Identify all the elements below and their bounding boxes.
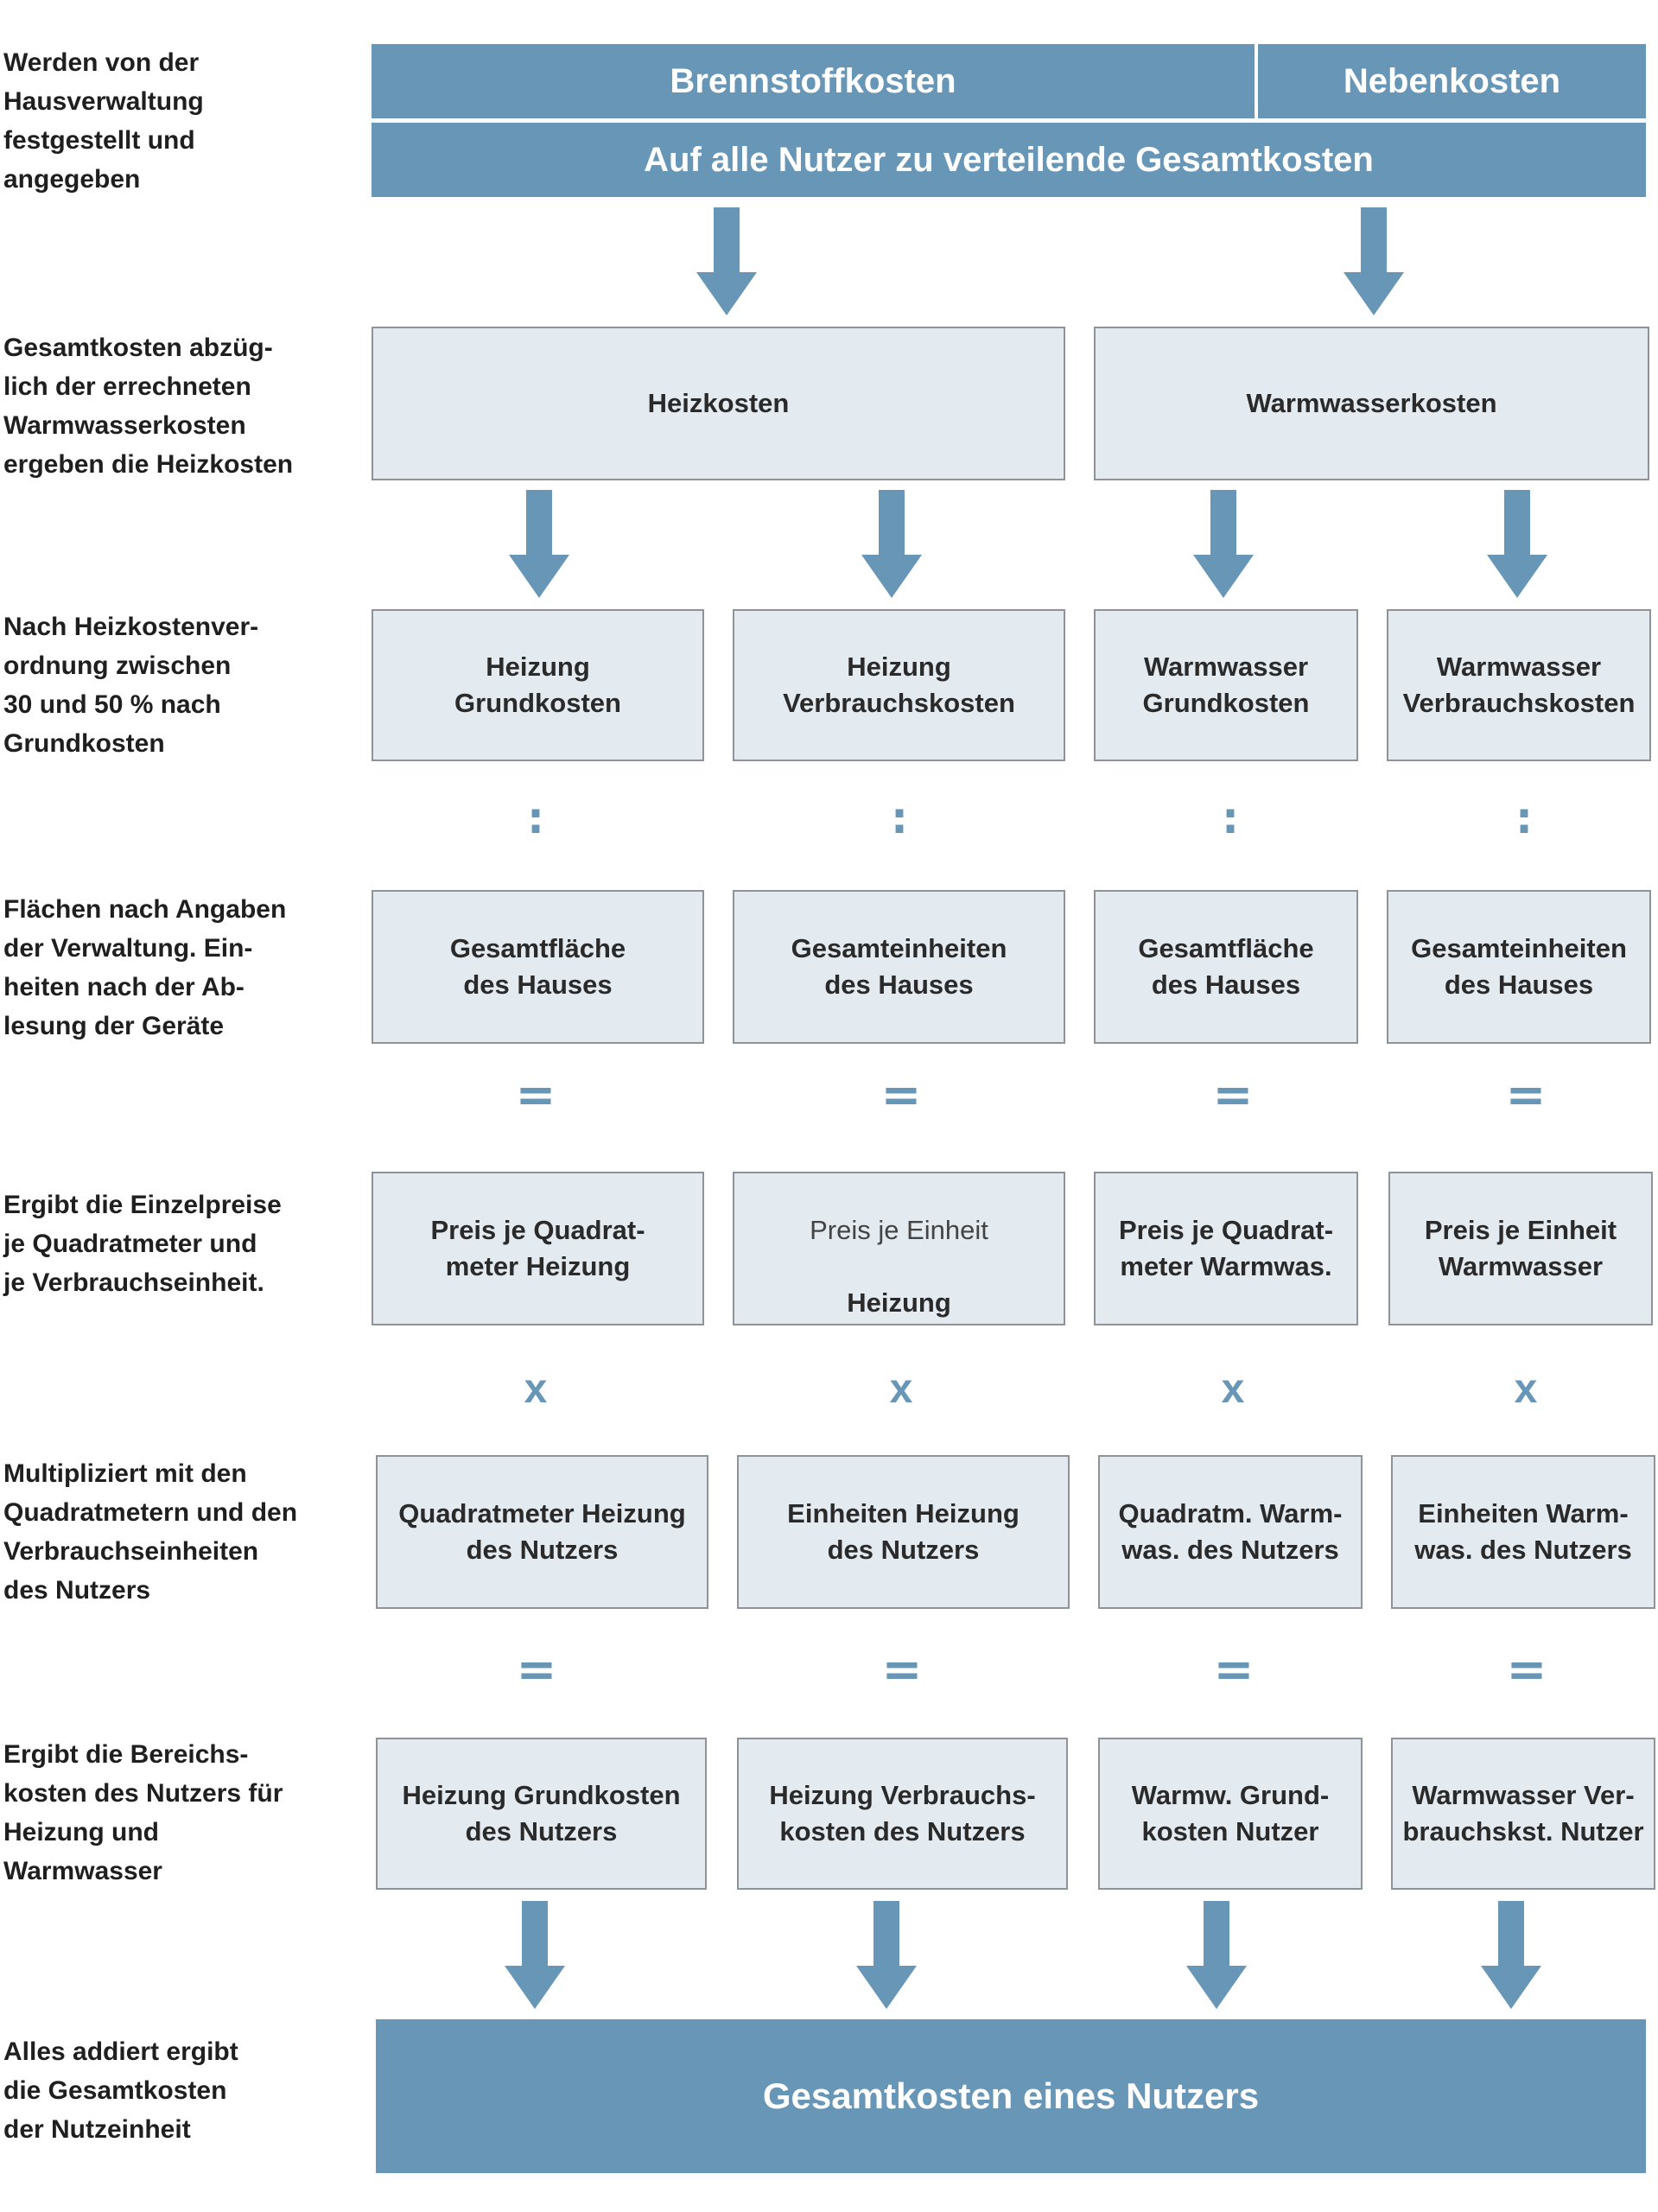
total-units-hot-water-box: Gesamteinheiten des Hauses <box>1387 890 1651 1044</box>
user-units-hot-water-box: Einheiten Warm- was. des Nutzers <box>1391 1455 1655 1609</box>
price-per-sqm-hot-water-box: Preis je Quadrat- meter Warmwas. <box>1094 1172 1358 1325</box>
divide-operator: : <box>1222 793 1239 843</box>
multiply-operator: x <box>524 1366 548 1412</box>
multiply-operator: x <box>1514 1366 1538 1412</box>
arrow-down-icon <box>1186 1901 1247 2013</box>
equals-operator: = <box>1213 1642 1255 1698</box>
price-per-unit-hot-water-box: Preis je Einheit Warmwasser <box>1388 1172 1653 1325</box>
user-hot-water-consumption-costs-box: Warmwasser Ver- brauchskst. Nutzer <box>1391 1738 1655 1890</box>
equals-operator: = <box>1212 1067 1254 1123</box>
user-sqm-heating-box: Quadratmeter Heizung des Nutzers <box>376 1455 708 1609</box>
hot-water-consumption-costs-box: Warmwasser Verbrauchskosten <box>1387 609 1651 761</box>
heating-consumption-costs-box: Heizung Verbrauchskosten <box>733 609 1065 761</box>
total-units-heating-box: Gesamteinheiten des Hauses <box>733 890 1065 1044</box>
equals-operator: = <box>515 1067 556 1123</box>
arrow-down-icon <box>861 490 922 602</box>
multiply-operator: x <box>1221 1366 1245 1412</box>
equals-operator: = <box>1505 1067 1547 1123</box>
row-label-area-costs: Ergibt die Bereichs- kosten des Nutzers … <box>3 1740 283 1885</box>
total-costs-bar: Auf alle Nutzer zu verteilende Gesamtkos… <box>372 123 1646 197</box>
row-label-heating-costs-derivation: Gesamtkosten abzüg- lich der errechneten… <box>3 334 294 479</box>
user-hot-water-base-costs-box: Warmw. Grund- kosten Nutzer <box>1098 1738 1363 1890</box>
arrow-down-icon <box>856 1901 917 2013</box>
heating-base-costs-box: Heizung Grundkosten <box>372 609 704 761</box>
arrow-down-icon <box>696 207 757 320</box>
arrow-down-icon <box>509 490 569 602</box>
price-per-sqm-heating-box: Preis je Quadrat- meter Heizung <box>372 1172 704 1325</box>
user-units-heating-box: Einheiten Heizung des Nutzers <box>737 1455 1070 1609</box>
arrow-down-icon <box>1487 490 1547 602</box>
arrow-down-icon <box>1344 207 1404 320</box>
multiply-operator: x <box>889 1366 913 1412</box>
row-label-sum: Alles addiert ergibt die Gesamtkosten de… <box>3 2037 238 2144</box>
price-per-unit-heating-box: Preis je Einheit Heizung <box>733 1172 1065 1325</box>
divide-operator: : <box>891 793 908 843</box>
heating-costs-box: Heizkosten <box>372 327 1065 480</box>
total-area-heating-box: Gesamtfläche des Hauses <box>372 890 704 1044</box>
ancillary-costs-bar: Nebenkosten <box>1258 44 1646 118</box>
price-per-unit-heating-line2: Heizung <box>847 1287 951 1318</box>
row-label-multiplied: Multipliziert mit den Quadratmetern und … <box>3 1459 298 1605</box>
hot-water-base-costs-box: Warmwasser Grundkosten <box>1094 609 1358 761</box>
arrow-down-icon <box>1193 490 1254 602</box>
total-per-user-bar: Gesamtkosten eines Nutzers <box>376 2019 1646 2173</box>
arrow-down-icon <box>1481 1901 1541 2013</box>
row-label-given-by-management: Werden von der Hausverwaltung festgestel… <box>3 48 204 194</box>
row-label-base-cost-ratio: Nach Heizkostenver- ordnung zwischen 30 … <box>3 613 259 758</box>
user-heating-consumption-costs-box: Heizung Verbrauchs- kosten des Nutzers <box>737 1738 1068 1890</box>
divide-operator: : <box>1515 793 1533 843</box>
fuel-costs-bar: Brennstoffkosten <box>372 44 1255 118</box>
divide-operator: : <box>527 793 544 843</box>
price-per-unit-heating-line1: Preis je Einheit <box>810 1215 988 1245</box>
equals-operator: = <box>516 1642 557 1698</box>
row-label-unit-prices: Ergibt die Einzelpreise je Quadratmeter … <box>3 1191 282 1297</box>
row-label-areas-and-units: Flächen nach Angaben der Verwaltung. Ein… <box>3 895 287 1040</box>
equals-operator: = <box>881 1642 923 1698</box>
user-heating-base-costs-box: Heizung Grundkosten des Nutzers <box>376 1738 707 1890</box>
hot-water-costs-box: Warmwasserkosten <box>1094 327 1649 480</box>
equals-operator: = <box>1506 1642 1547 1698</box>
equals-operator: = <box>880 1067 922 1123</box>
arrow-down-icon <box>505 1901 565 2013</box>
total-area-hot-water-box: Gesamtfläche des Hauses <box>1094 890 1358 1044</box>
user-sqm-hot-water-box: Quadratm. Warm- was. des Nutzers <box>1098 1455 1363 1609</box>
